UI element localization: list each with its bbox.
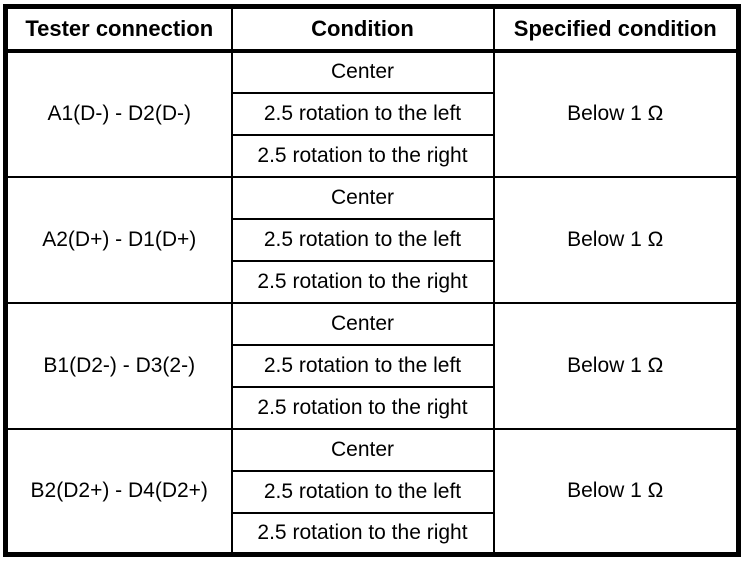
condition-cell: 2.5 rotation to the right: [230, 511, 495, 556]
specified-condition-cell: Below 1 Ω: [492, 301, 740, 430]
condition-cell: 2.5 rotation to the left: [230, 217, 495, 262]
tester-connection-cell: B2(D2+) - D4(D2+): [4, 427, 233, 556]
tester-connection-cell: A1(D-) - D2(D-): [4, 50, 233, 178]
header-row: Tester connection Condition Specified co…: [4, 5, 740, 53]
tester-connection-cell: A2(D+) - D1(D+): [4, 175, 233, 304]
header-condition: Condition: [230, 5, 495, 53]
table-row: 2.5 rotation to the left: [6, 343, 739, 388]
table-row: A1(D-) - D2(D-) Center Below 1 Ω: [4, 50, 740, 178]
table-row: 2.5 rotation to the right: [6, 385, 739, 430]
group-b1: B1(D2-) - D3(2-) Center Below 1 Ω 2.5 ro…: [4, 301, 740, 430]
specified-condition-cell: Below 1 Ω: [492, 175, 740, 304]
table-row: B1(D2-) - D3(2-) Center Below 1 Ω: [4, 301, 740, 430]
table-row: 2.5 rotation to the left: [6, 469, 739, 514]
table-row: B2(D2+) - D4(D2+) Center Below 1 Ω: [4, 427, 740, 556]
table-row: 2.5 rotation to the right: [6, 511, 739, 556]
condition-cell: 2.5 rotation to the right: [230, 385, 495, 430]
header-specified-condition: Specified condition: [492, 5, 740, 53]
table-row: 2.5 rotation to the right: [6, 259, 739, 304]
condition-cell: 2.5 rotation to the right: [230, 259, 495, 304]
group-b2: B2(D2+) - D4(D2+) Center Below 1 Ω 2.5 r…: [4, 427, 740, 556]
condition-cell: 2.5 rotation to the left: [230, 91, 495, 136]
table-row: 2.5 rotation to the right: [6, 133, 739, 178]
condition-cell: 2.5 rotation to the left: [230, 469, 495, 514]
condition-cell: Center: [230, 50, 495, 94]
condition-cell: 2.5 rotation to the right: [230, 133, 495, 178]
group-a1: A1(D-) - D2(D-) Center Below 1 Ω 2.5 rot…: [4, 50, 740, 178]
condition-cell: Center: [230, 175, 495, 220]
resistance-check-table: Tester connection Condition Specified co…: [3, 4, 741, 557]
condition-cell: Center: [230, 301, 495, 346]
specified-condition-cell: Below 1 Ω: [492, 427, 740, 556]
table-row: 2.5 rotation to the left: [6, 91, 739, 136]
condition-cell: 2.5 rotation to the left: [230, 343, 495, 388]
condition-cell: Center: [230, 427, 495, 472]
tester-connection-cell: B1(D2-) - D3(2-): [4, 301, 233, 430]
group-a2: A2(D+) - D1(D+) Center Below 1 Ω 2.5 rot…: [4, 175, 740, 304]
table-row: A2(D+) - D1(D+) Center Below 1 Ω: [4, 175, 740, 304]
specified-condition-cell: Below 1 Ω: [492, 50, 740, 178]
header-tester-connection: Tester connection: [4, 5, 233, 53]
table-row: 2.5 rotation to the left: [6, 217, 739, 262]
